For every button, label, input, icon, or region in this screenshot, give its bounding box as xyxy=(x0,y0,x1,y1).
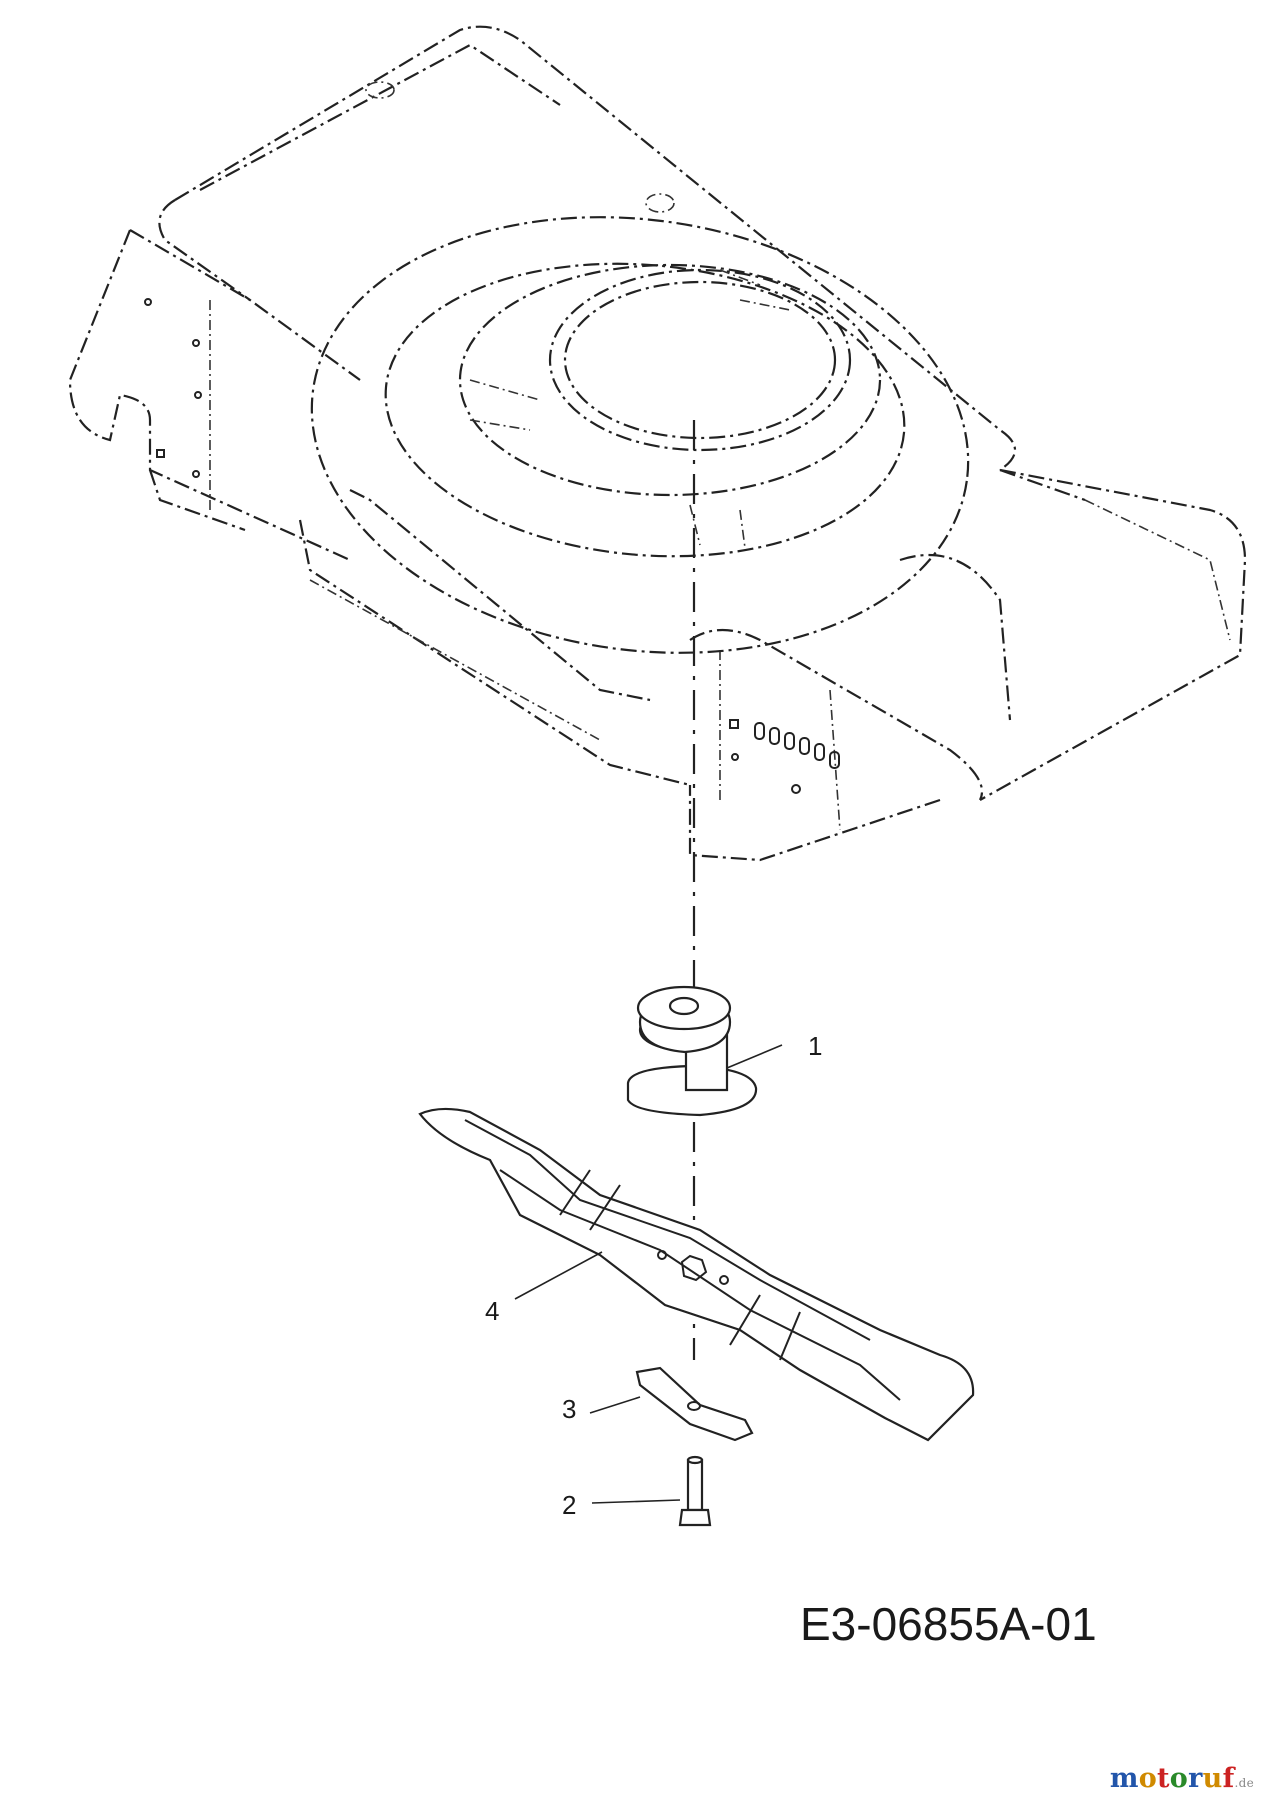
watermark-letter: m xyxy=(1109,1763,1139,1794)
mower-deck xyxy=(68,25,1247,862)
callout-3: 3 xyxy=(562,1394,576,1424)
blade-bolt xyxy=(678,1455,712,1527)
callout-2: 2 xyxy=(562,1490,576,1520)
leader-2 xyxy=(591,1499,681,1504)
blade-washer xyxy=(635,1366,754,1442)
blade-adapter xyxy=(626,985,758,1117)
callout-1: 1 xyxy=(808,1031,822,1061)
drawing-number: E3-06855A-01 xyxy=(800,1598,1097,1650)
watermark-letter: r xyxy=(1188,1763,1203,1794)
watermark-letter: o xyxy=(1138,1763,1158,1794)
watermark-letter: u xyxy=(1202,1763,1223,1794)
watermark-letter: t xyxy=(1157,1763,1170,1794)
leader-3 xyxy=(589,1396,641,1414)
motoruf-watermark: motoruf.de xyxy=(1109,1763,1254,1794)
mower-blade xyxy=(418,1107,975,1442)
callout-4: 4 xyxy=(485,1296,499,1326)
leader-1 xyxy=(726,1044,783,1069)
watermark-letter: f xyxy=(1222,1763,1235,1794)
leader-4 xyxy=(514,1251,603,1300)
watermark-letter: o xyxy=(1169,1763,1189,1794)
